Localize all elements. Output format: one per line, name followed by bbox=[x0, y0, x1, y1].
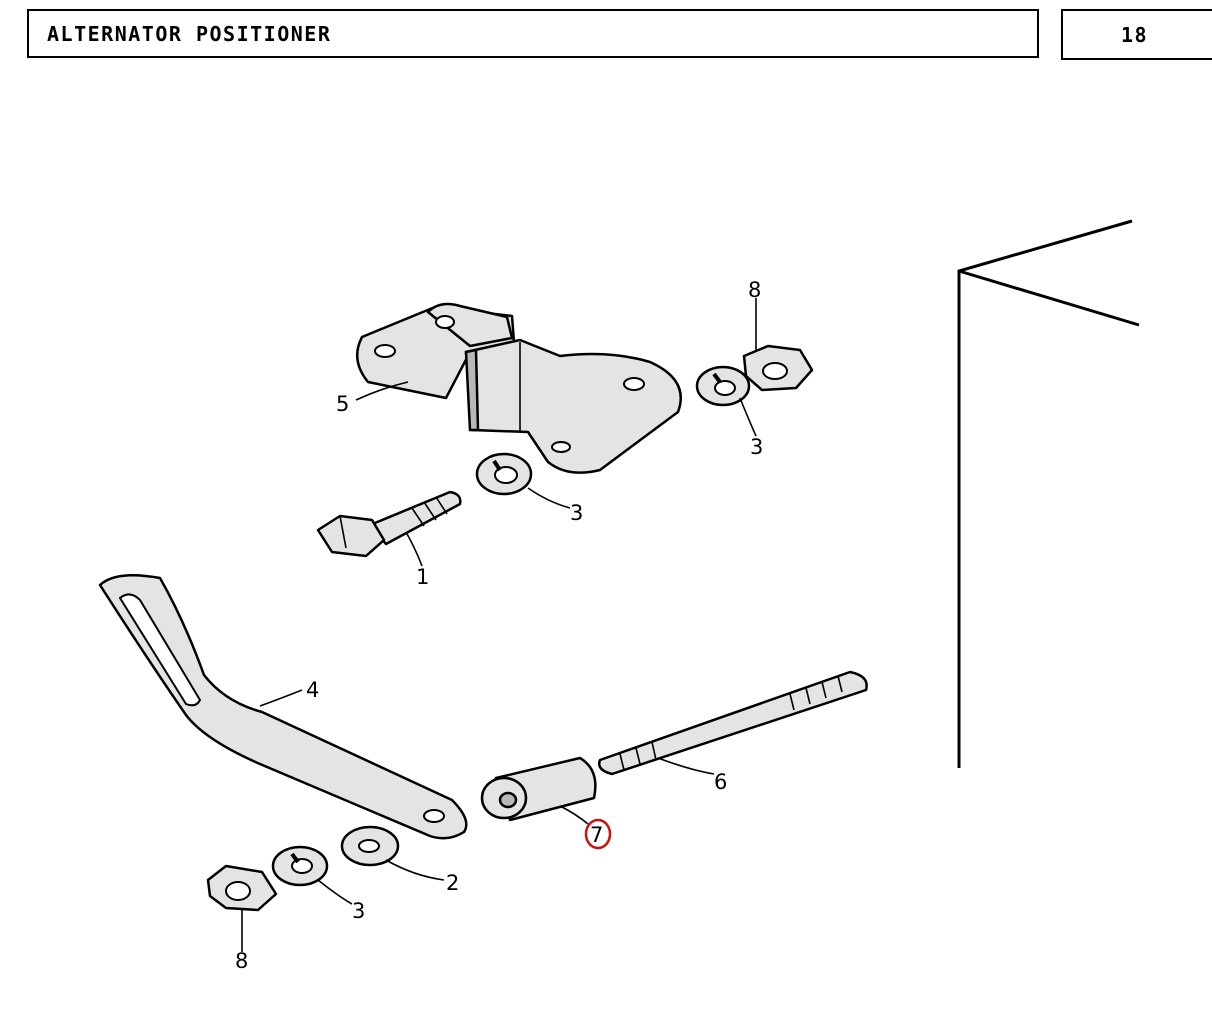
page-number: 18 bbox=[1121, 22, 1149, 47]
mounting-bracket-part-5 bbox=[355, 302, 683, 474]
callout-5: 5 bbox=[336, 392, 349, 416]
spacer-sleeve-part-7 bbox=[480, 756, 597, 822]
callout-7: 7 bbox=[590, 823, 603, 847]
engine-outline bbox=[957, 219, 1140, 768]
stud-part-6 bbox=[598, 670, 868, 776]
page-title: ALTERNATOR POSITIONER bbox=[47, 21, 332, 46]
callout-1: 1 bbox=[416, 565, 429, 589]
nut-lower-part-8 bbox=[206, 864, 278, 912]
page-number-box: 18 bbox=[1061, 9, 1212, 60]
callout-3-right: 3 bbox=[750, 435, 763, 459]
callout-2: 2 bbox=[446, 871, 459, 895]
lock-washer-upper-part-3 bbox=[475, 452, 533, 496]
lock-washer-right-part-3 bbox=[695, 365, 751, 407]
callout-3-lower: 3 bbox=[352, 899, 365, 923]
lock-washer-lower-part-3 bbox=[271, 845, 329, 887]
leader-lines bbox=[241, 298, 757, 952]
highlight-circle bbox=[584, 818, 612, 850]
adjusting-arm-part-4 bbox=[98, 573, 468, 840]
callout-8-upper: 8 bbox=[748, 278, 761, 302]
callout-3-upper: 3 bbox=[570, 501, 583, 525]
callout-8-lower: 8 bbox=[235, 949, 248, 973]
callout-6: 6 bbox=[714, 770, 727, 794]
nut-upper-part-8 bbox=[742, 344, 814, 392]
bolt-part-1 bbox=[316, 490, 462, 558]
flat-washer-part-2 bbox=[340, 825, 400, 867]
callout-4: 4 bbox=[306, 678, 319, 702]
title-box: ALTERNATOR POSITIONER bbox=[27, 9, 1039, 58]
